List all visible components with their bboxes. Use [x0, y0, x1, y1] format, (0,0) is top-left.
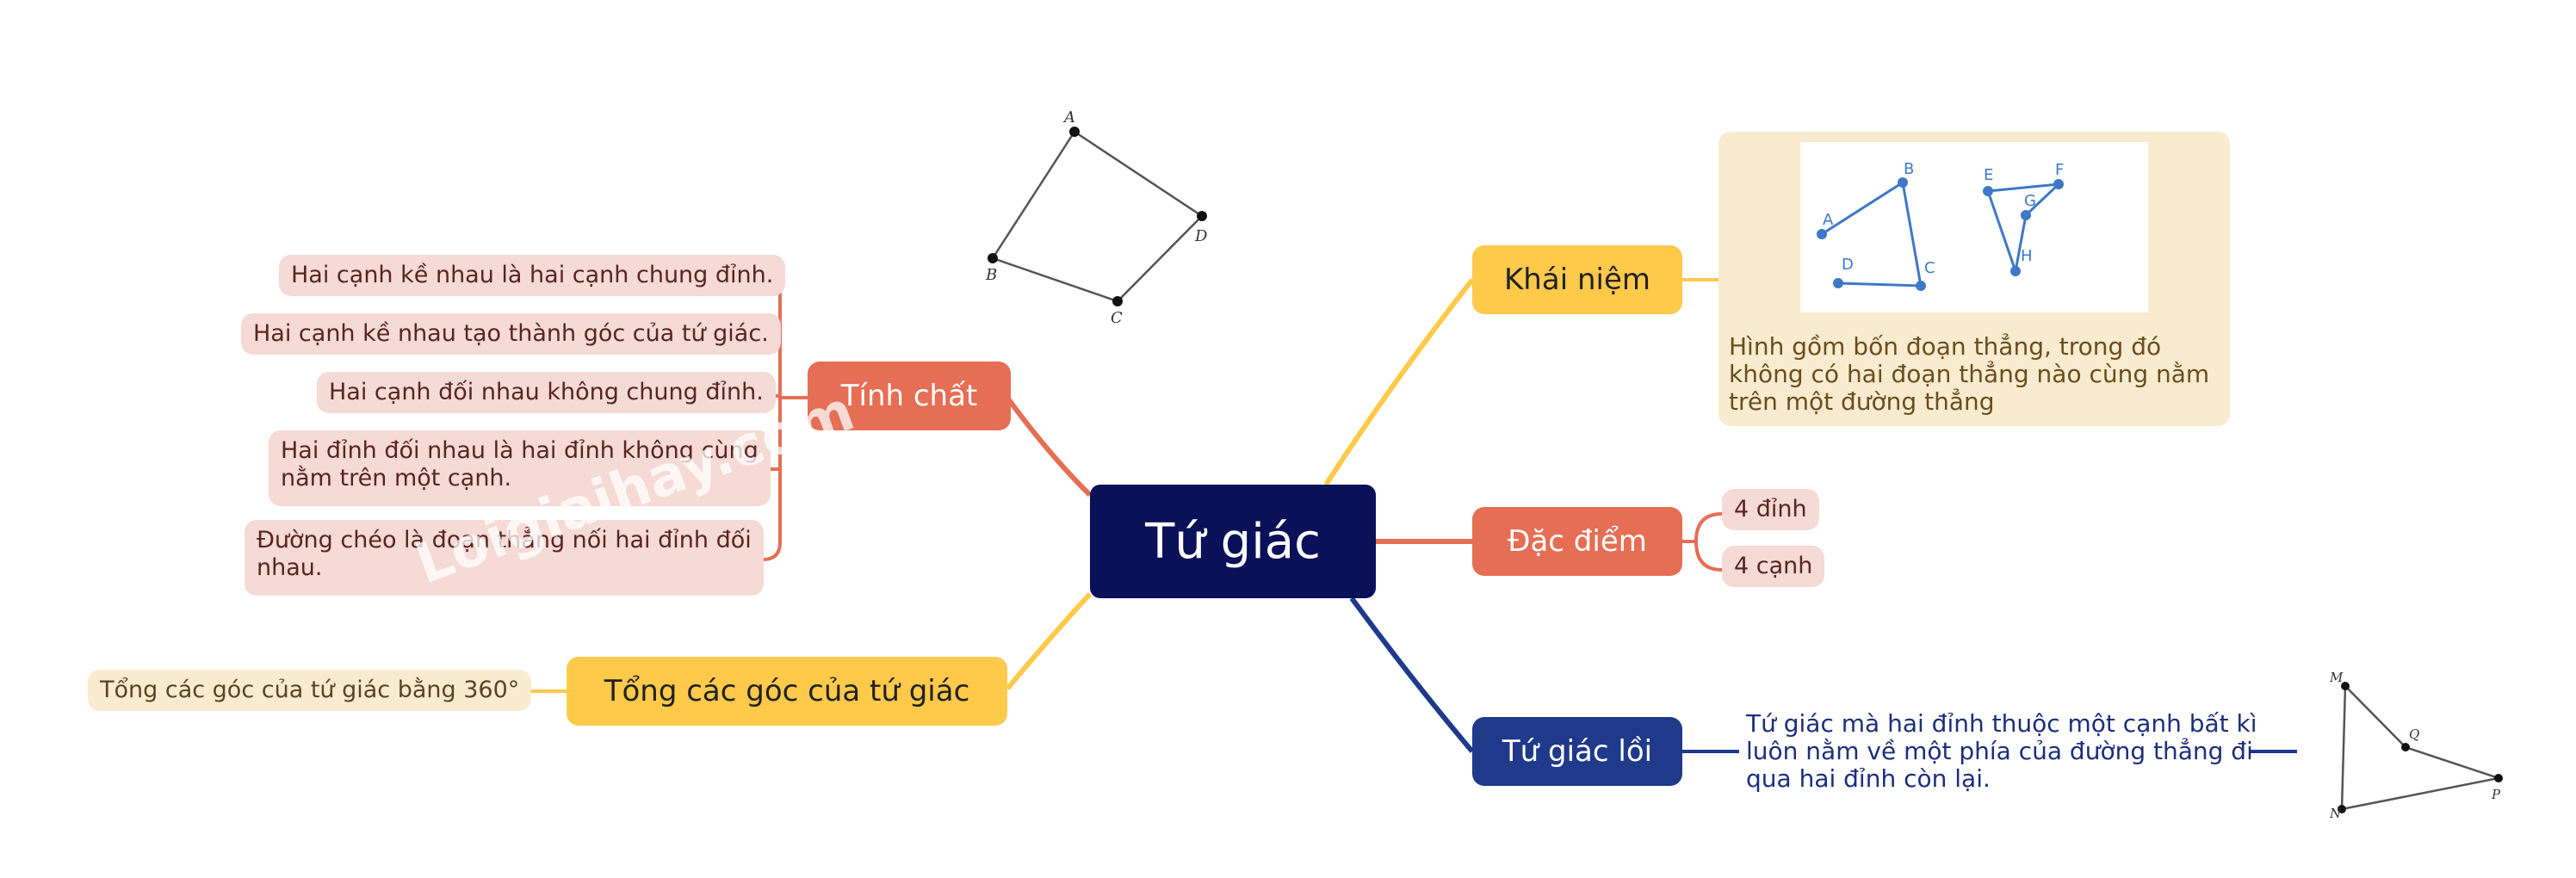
- figure-label-e: E: [1984, 166, 1993, 184]
- branch-tong-goc-label: Tổng các góc của tứ giác: [604, 674, 970, 708]
- figure-label-g: G: [2024, 192, 2036, 210]
- figure-label-q: Q: [2409, 727, 2419, 742]
- connector-tu-giac-loi: [1349, 597, 1475, 753]
- figure-label-b: B: [985, 266, 997, 284]
- khai-niem-definition: Hình gồm bốn đoạn thẳng, trong đó không …: [1729, 332, 2210, 416]
- branch-dac-diem-label: Đặc điểm: [1508, 524, 1647, 559]
- figure-label-n: N: [2329, 806, 2342, 821]
- khai-niem-figure: A B C D E F G H: [1800, 142, 2148, 312]
- connector-khai-niem: [1323, 278, 1475, 486]
- branch-khai-niem[interactable]: Khái niệm: [1472, 245, 1682, 314]
- khai-niem-figure-svg: A B C D E F G H: [1817, 160, 2064, 291]
- figure-label-m: M: [2329, 670, 2344, 685]
- branch-tinh-chat-label: Tính chất: [840, 379, 978, 413]
- bracket-dac-diem: [1682, 512, 1723, 572]
- leaf-tinh-chat-line: Hai đỉnh đối nhau là hai đỉnh không cùng: [281, 437, 759, 464]
- khai-niem-panel: A B C D E F G H Hình gồm bốn đoạn thẳng,…: [1718, 132, 2230, 426]
- figure-label-h: H: [2021, 247, 2033, 265]
- branch-tu-giac-loi[interactable]: Tứ giác lồi: [1472, 717, 1682, 786]
- figure-label-d: D: [1194, 227, 1208, 245]
- figure-quadrilateral-abcd: A D C B: [985, 108, 1208, 327]
- leaf-tinh-chat-line: nằm trên một cạnh.: [281, 465, 512, 492]
- leaf-tong-goc-label: Tổng các góc của tứ giác bằng 360°: [100, 677, 520, 703]
- branch-tu-giac-loi-label: Tứ giác lồi: [1502, 734, 1653, 769]
- leaf-tong-goc[interactable]: Tổng các góc của tứ giác bằng 360°: [88, 670, 532, 711]
- leaf-tinh-chat-2[interactable]: Hai cạnh kề nhau tạo thành góc của tứ gi…: [241, 313, 781, 355]
- branch-tinh-chat[interactable]: Tính chất: [808, 362, 1011, 430]
- branch-khai-niem-label: Khái niệm: [1504, 263, 1650, 297]
- connector-tinh-chat: [1005, 396, 1093, 498]
- leaf-tinh-chat-4[interactable]: Hai đỉnh đối nhau là hai đỉnh không cùng…: [269, 430, 771, 506]
- figure-label-f: F: [2055, 161, 2064, 179]
- central-topic[interactable]: Tứ giác: [1090, 485, 1376, 598]
- figure-label-p: P: [2491, 787, 2501, 802]
- central-topic-label: Tứ giác: [1145, 513, 1321, 570]
- tu-giac-loi-description: Tứ giác mà hai đỉnh thuộc một cạnh bất k…: [1746, 710, 2257, 793]
- leaf-dac-diem-dinh[interactable]: 4 đỉnh: [1722, 489, 1819, 530]
- figure-label-c: C: [1924, 259, 1935, 277]
- leaf-tinh-chat-line: Đường chéo là đoạn thẳng nối hai đỉnh đố…: [257, 527, 752, 553]
- figure-label-a: A: [1062, 108, 1075, 127]
- figure-label-d: D: [1842, 256, 1854, 274]
- leaf-dac-diem-dinh-label: 4 đỉnh: [1734, 496, 1807, 522]
- figure-label-b: B: [1904, 160, 1914, 178]
- leaf-dac-diem-canh[interactable]: 4 cạnh: [1722, 546, 1825, 587]
- leaf-tinh-chat-1[interactable]: Hai cạnh kề nhau là hai cạnh chung đỉnh.: [279, 255, 786, 296]
- connector-tong-goc: [1005, 591, 1093, 690]
- leaf-tinh-chat-5[interactable]: Đường chéo là đoạn thẳng nối hai đỉnh đố…: [245, 520, 764, 596]
- figure-label-a: A: [1823, 211, 1834, 229]
- figure-label-c: C: [1111, 309, 1123, 327]
- leaf-tinh-chat-3[interactable]: Hai cạnh đối nhau không chung đỉnh.: [317, 372, 776, 413]
- leaf-tinh-chat-line: nhau.: [257, 554, 323, 581]
- tu-giac-loi-line: qua hai đỉnh còn lại.: [1746, 764, 1991, 793]
- leaf-tinh-chat-line: Hai cạnh kề nhau tạo thành góc của tứ gi…: [253, 320, 769, 347]
- leaf-tinh-chat-line: Hai cạnh kề nhau là hai cạnh chung đỉnh.: [291, 262, 774, 288]
- figure-convex-mqpn: M Q P N: [2329, 670, 2503, 821]
- tu-giac-loi-line: Tứ giác mà hai đỉnh thuộc một cạnh bất k…: [1746, 709, 2257, 738]
- leaf-dac-diem-canh-label: 4 cạnh: [1734, 553, 1813, 579]
- leaf-tinh-chat-line: Hai cạnh đối nhau không chung đỉnh.: [329, 379, 764, 405]
- tu-giac-loi-line: luôn nằm về một phía của đường thẳng đi: [1746, 737, 2253, 765]
- branch-tong-goc[interactable]: Tổng các góc của tứ giác: [567, 657, 1007, 726]
- branch-dac-diem[interactable]: Đặc điểm: [1472, 507, 1682, 576]
